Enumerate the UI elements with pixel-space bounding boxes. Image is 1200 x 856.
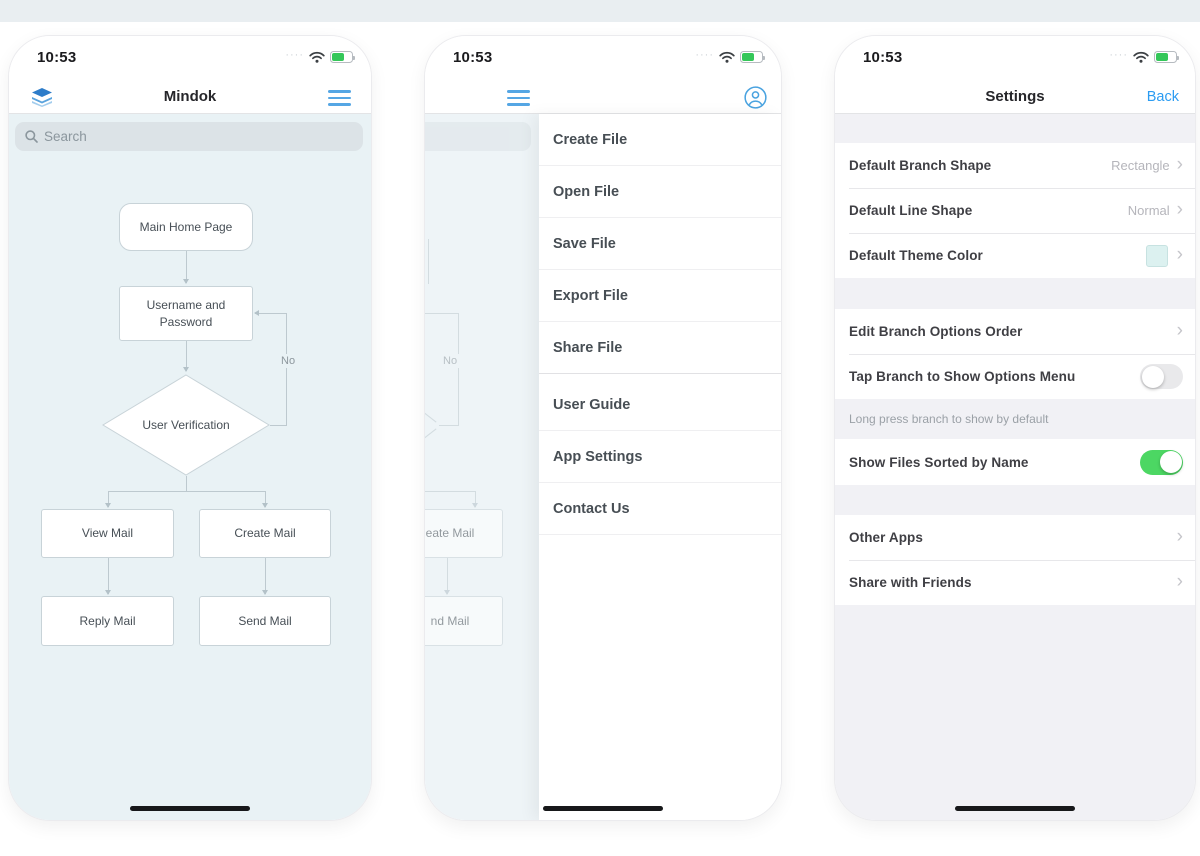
chevron-right-icon: › [1176,243,1183,265]
row-edit-branch-options-order[interactable]: Edit Branch Options Order › [835,309,1195,354]
chevron-right-icon: › [1176,525,1183,547]
toggle-tap-branch-off[interactable] [1140,364,1183,389]
menu-item-contact-us[interactable]: Contact Us [539,483,781,535]
search-placeholder: Search [44,129,87,144]
status-time: 10:53 [37,49,77,66]
chevron-right-icon: › [1176,319,1183,341]
diamond-shape [102,374,270,476]
home-indicator[interactable] [955,806,1075,811]
section-gap [835,114,1195,143]
status-time: 10:53 [863,49,903,66]
battery-icon [330,51,355,63]
toggle-sort-by-name-on[interactable] [1140,449,1183,475]
row-value: Rectangle [1111,158,1170,173]
status-bar: 10:53 ···· [9,36,371,81]
settings-group-defaults: Default Branch Shape Rectangle › Default… [835,143,1195,278]
row-other-apps[interactable]: Other Apps › [835,515,1195,560]
chevron-right-icon: › [1176,198,1183,220]
status-bar: 10:53 ···· [835,36,1195,81]
section-gap [835,485,1195,515]
home-indicator[interactable] [130,806,250,811]
flow-node-create-mail[interactable]: Create Mail [199,509,331,558]
flow-node-create-mail-partial: eate Mail [425,509,503,558]
app-title: Mindok [163,88,217,105]
flow-node-reply-mail[interactable]: Reply Mail [41,596,174,646]
flow-node-send-mail[interactable]: Send Mail [199,596,331,646]
menu-item-create-file[interactable]: Create File [539,114,781,166]
flow-node-view-mail[interactable]: View Mail [41,509,174,558]
phone-screenshot-menu: 10:53 ···· No [424,35,782,821]
row-show-files-sorted[interactable]: Show Files Sorted by Name [835,439,1195,485]
flow-node-user-verification[interactable]: User Verification [102,374,270,476]
flow-no-label: No [441,354,460,368]
page-top-strip [0,0,1200,22]
menu-item-export-file[interactable]: Export File [539,270,781,322]
settings-group-branch-options: Edit Branch Options Order › Tap Branch t… [835,309,1195,399]
status-time: 10:53 [453,49,493,66]
menu-item-app-settings[interactable]: App Settings [539,431,781,483]
mindmap-canvas: Search No Main Home Pa [9,114,371,820]
signal-dots-icon: ···· [285,49,304,61]
search-input-partial [425,122,531,151]
settings-footnote: Long press branch to show by default [835,399,1195,439]
row-value: Normal [1127,203,1170,218]
chevron-right-icon: › [1176,570,1183,592]
flow-node-main-home-page[interactable]: Main Home Page [119,203,253,251]
wifi-icon [719,51,735,63]
row-default-theme-color[interactable]: Default Theme Color › [835,233,1195,278]
menu-item-user-guide[interactable]: User Guide [539,379,781,431]
row-default-line-shape[interactable]: Default Line Shape Normal › [835,188,1195,233]
wifi-icon [309,51,325,63]
phone-screenshot-mindmap: 10:53 ···· Mindok Search [8,35,372,821]
flow-node-send-mail-partial: nd Mail [425,596,503,646]
signal-dots-icon: ···· [1109,49,1128,61]
flow-no-label: No [279,354,298,368]
side-menu-panel: Create File Open File Save File Export F… [539,114,781,820]
row-tap-branch-options[interactable]: Tap Branch to Show Options Menu [835,354,1195,399]
status-bar: 10:53 ···· [425,36,781,81]
search-input[interactable]: Search [15,122,363,151]
nav-bar: Mindok [9,81,371,114]
settings-group-sorting: Show Files Sorted by Name [835,439,1195,485]
theme-color-swatch [1145,244,1168,267]
wifi-icon [1133,51,1149,63]
menu-item-save-file[interactable]: Save File [539,218,781,270]
menu-hamburger-icon[interactable] [328,90,351,106]
home-indicator[interactable] [543,806,663,811]
settings-group-about: Other Apps › Share with Friends › [835,515,1195,605]
back-button[interactable]: Back [1146,89,1179,105]
account-icon[interactable] [744,86,767,109]
flow-node-username-password[interactable]: Username and Password [119,286,253,341]
nav-bar [425,81,781,114]
phone-screenshot-settings: 10:53 ···· Settings Back Default Branch … [834,35,1196,821]
section-gap [835,278,1195,309]
battery-icon [740,51,765,63]
nav-bar: Settings Back [835,81,1195,114]
menu-hamburger-icon[interactable] [507,90,530,106]
flowchart: No Main Home Page Username and Password … [9,114,371,820]
dimmed-canvas-background: No eate Mail nd Mail [425,114,539,820]
layers-icon[interactable] [31,88,53,107]
search-icon [25,130,38,143]
menu-item-open-file[interactable]: Open File [539,166,781,218]
battery-icon [1154,51,1179,63]
signal-dots-icon: ···· [695,49,714,61]
page-title: Settings [985,88,1045,105]
menu-item-share-file[interactable]: Share File [539,322,781,374]
row-default-branch-shape[interactable]: Default Branch Shape Rectangle › [835,143,1195,188]
chevron-right-icon: › [1176,153,1183,175]
row-share-with-friends[interactable]: Share with Friends › [835,560,1195,605]
